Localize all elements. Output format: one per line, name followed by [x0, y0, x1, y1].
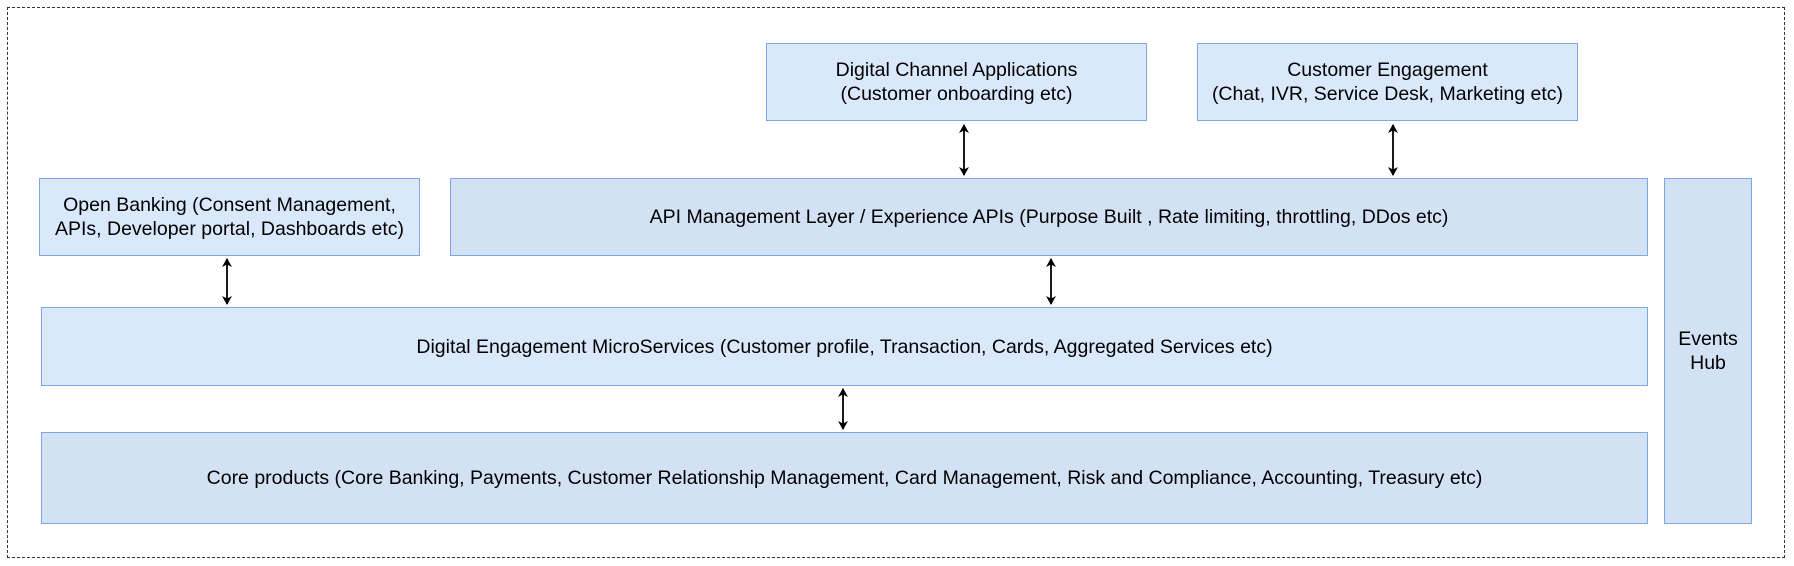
open-banking-box: Open Banking (Consent Management, APIs, …: [39, 178, 420, 256]
customer-engagement-box: Customer Engagement (Chat, IVR, Service …: [1197, 43, 1578, 121]
digital-channel-applications-box: Digital Channel Applications (Customer o…: [766, 43, 1147, 121]
architecture-frame: [7, 7, 1785, 558]
events-hub-box: Events Hub: [1664, 178, 1752, 524]
digital-engagement-microservices-box: Digital Engagement MicroServices (Custom…: [41, 307, 1648, 386]
core-products-box: Core products (Core Banking, Payments, C…: [41, 432, 1648, 524]
api-management-layer-box: API Management Layer / Experience APIs (…: [450, 178, 1648, 256]
